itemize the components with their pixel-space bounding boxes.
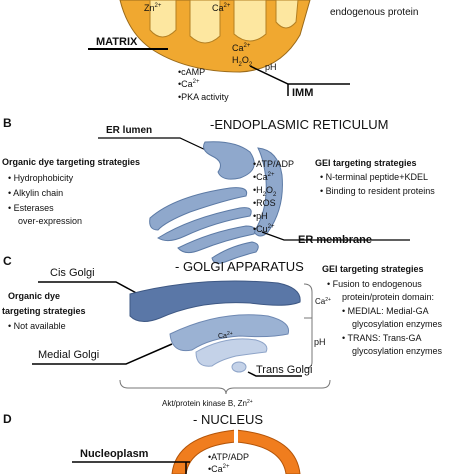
panel-d-title: - NUCLEUS bbox=[193, 412, 263, 427]
golgi-gei-heading: GEI targeting strategies bbox=[322, 264, 424, 274]
ca-item: •Ca2+ bbox=[178, 79, 200, 89]
golgi-dye-item: • Not available bbox=[8, 321, 66, 331]
er-membrane-shape bbox=[149, 141, 283, 264]
pka-item: •PKA activity bbox=[178, 92, 229, 102]
golgi-vesicle bbox=[231, 361, 247, 373]
mitochondrion-crista-4 bbox=[275, 0, 299, 29]
golgi-ph-right: pH bbox=[314, 337, 326, 347]
nuclear-envelope bbox=[171, 429, 301, 474]
panel-b-letter: B bbox=[3, 116, 12, 130]
golgi-dye-heading-1: Organic dye bbox=[8, 291, 60, 301]
medial-golgi-cisterna bbox=[169, 314, 290, 352]
panel-c-letter: C bbox=[3, 254, 12, 268]
panel-c-title: - GOLGI APPARATUS bbox=[175, 259, 304, 274]
ca-top-label: Ca bbox=[212, 3, 224, 13]
er-lumen-pointer bbox=[98, 137, 211, 153]
er-dye-item-1: • Hydrophobicity bbox=[8, 173, 74, 183]
cis-golgi-pointer bbox=[38, 281, 141, 296]
panel-d-letter: D bbox=[3, 412, 12, 426]
er-gei-item-2: • Binding to resident proteins bbox=[320, 186, 435, 196]
er-dye-item-3: • Esterases bbox=[8, 203, 54, 213]
mitochondrion-crista-2 bbox=[189, 0, 221, 44]
er-cu: •Cu2+ bbox=[253, 224, 275, 234]
panel-a-mitochondrion: Zn2+ Ca2+ endogenous protein Ca2+ H2O2 p… bbox=[88, 0, 418, 102]
cis-golgi-cisterna bbox=[129, 280, 301, 322]
er-dye-item-4: over-expression bbox=[18, 216, 82, 226]
svg-text:Ca2+: Ca2+ bbox=[212, 3, 231, 13]
medial-golgi-pointer bbox=[32, 343, 173, 365]
er-dye-item-2: • Alkylin chain bbox=[8, 188, 63, 198]
camp-item: •cAMP bbox=[178, 67, 205, 77]
svg-text:Ca2+: Ca2+ bbox=[232, 43, 251, 53]
golgi-inner-ca: Ca2+ bbox=[218, 331, 233, 340]
golgi-gei-item-3b: glycosylation enzymes bbox=[352, 346, 443, 356]
panel-b-title: -ENDOPLASMIC RETICULUM bbox=[210, 117, 388, 132]
mito-h2o2-label: H bbox=[232, 55, 239, 65]
mitochondrion-crista-3 bbox=[233, 0, 267, 42]
golgi-gei-item-2: • MEDIAL: Medial-GA bbox=[342, 306, 429, 316]
zn-sup: 2+ bbox=[155, 3, 162, 9]
endogenous-protein-text: endogenous protein bbox=[330, 7, 418, 18]
er-dye-heading: Organic dye targeting strategies bbox=[2, 157, 140, 167]
svg-text:Zn2+: Zn2+ bbox=[144, 3, 162, 13]
mitochondrion-crista-1 bbox=[149, 0, 177, 38]
trans-golgi-pointer bbox=[247, 371, 302, 377]
er-gei-heading: GEI targeting strategies bbox=[315, 158, 417, 168]
mito-ph-label: pH bbox=[265, 62, 277, 72]
er-ca: •Ca2+ bbox=[253, 172, 275, 182]
er-analyte-list: •ATP/ADP •Ca2+ •H2O2 •ROS •pH •Cu2+ bbox=[253, 159, 294, 234]
trans-golgi-label: Trans Golgi bbox=[256, 364, 312, 376]
svg-text:H2O2: H2O2 bbox=[232, 55, 253, 68]
golgi-ca-right: Ca2+ bbox=[315, 297, 331, 306]
er-lumen-label: ER lumen bbox=[106, 125, 152, 136]
panel-b-er: B -ENDOPLASMIC RETICULUM ER lumen •ATP/A… bbox=[2, 116, 435, 264]
imm-label: IMM bbox=[292, 87, 313, 99]
nuclear-pore bbox=[234, 428, 238, 444]
er-membrane-label: ER membrane bbox=[298, 234, 372, 246]
panel-c-golgi: C - GOLGI APPARATUS Cis Golgi Ca2+ Ca2+ … bbox=[2, 254, 443, 408]
er-h2o2: •H2O2 bbox=[253, 185, 277, 198]
trans-golgi-cisterna bbox=[195, 338, 268, 367]
er-gei-item-1: • N-terminal peptide+KDEL bbox=[320, 172, 428, 182]
mito-ca-label: Ca bbox=[232, 43, 244, 53]
er-atp-adp: •ATP/ADP bbox=[253, 159, 294, 169]
er-ph: •pH bbox=[253, 211, 268, 221]
nucleoplasm-label: Nucleoplasm bbox=[80, 448, 149, 460]
ca-top-sup: 2+ bbox=[224, 3, 231, 9]
golgi-dye-heading-2: targeting strategies bbox=[2, 306, 86, 316]
golgi-gei-item-1: • Fusion to endogenous bbox=[327, 279, 422, 289]
matrix-label: MATRIX bbox=[96, 36, 138, 48]
medial-golgi-label: Medial Golgi bbox=[38, 349, 99, 361]
golgi-gei-item-3: • TRANS: Trans-GA bbox=[342, 333, 422, 343]
golgi-bottom-label: Akt/protein kinase B, Zn2+ bbox=[162, 399, 253, 408]
nucleus-ca: •Ca2+ bbox=[208, 464, 230, 474]
golgi-bottom-bracket bbox=[119, 379, 331, 395]
nucleus-atp-adp: •ATP/ADP bbox=[208, 452, 249, 462]
er-membrane-pointer bbox=[261, 231, 410, 241]
zn-label: Zn bbox=[144, 3, 155, 13]
golgi-gei-item-1b: protein/protein domain: bbox=[342, 292, 434, 302]
golgi-gei-item-2b: glycosylation enzymes bbox=[352, 319, 443, 329]
panel-d-nucleus: D - NUCLEUS Nucleoplasm •ATP/ADP •Ca2+ bbox=[3, 412, 301, 474]
er-ros: •ROS bbox=[253, 198, 276, 208]
cis-golgi-label: Cis Golgi bbox=[50, 267, 95, 279]
golgi-right-bracket bbox=[303, 283, 313, 369]
